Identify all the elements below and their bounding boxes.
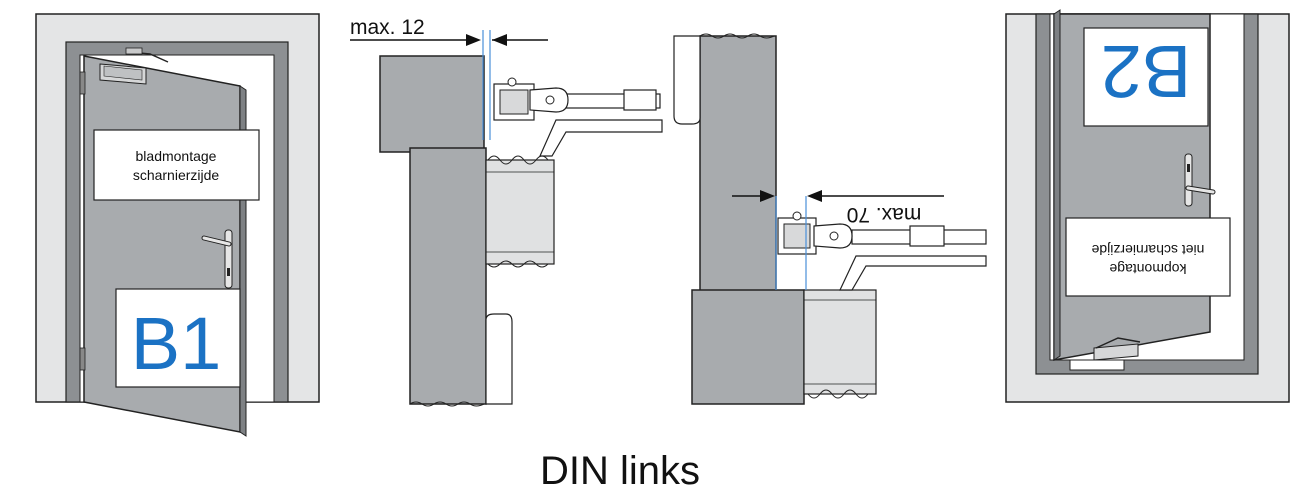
b1-hinges: [79, 71, 86, 371]
diagram-title: DIN links: [540, 449, 700, 493]
s2-arm-assembly: [777, 211, 987, 291]
b2-code-box: B2: [1083, 27, 1209, 127]
b1-handle-icon: [201, 229, 233, 289]
b2-label-box: kopmontage niet scharnierzijde: [1065, 217, 1231, 297]
s2-stop-piece: [673, 35, 701, 125]
b2-handle-icon: [1184, 153, 1216, 207]
b1-door-closer-icon: [99, 47, 169, 85]
s1-closer-body: [485, 155, 555, 268]
section-hinge-side: max. 12: [350, 16, 663, 407]
b2-code: B2: [1101, 30, 1192, 113]
s1-frame-block: [379, 55, 485, 153]
b1-label-box: bladmontage scharnierzijde: [93, 129, 260, 201]
dimension-bottom-text: max. 70: [847, 203, 922, 226]
s1-arm-assembly: [493, 77, 663, 157]
b1-label-line1: bladmontage: [136, 148, 217, 164]
section-non-hinge-side: max. 70: [673, 33, 987, 405]
panel-b2: B2 kopmontage niet scharnierzijde: [1005, 9, 1290, 403]
b1-label-line2: scharnierzijde: [133, 167, 220, 183]
s1-stop-piece: [485, 313, 513, 405]
s2-door-leaf: [699, 35, 777, 299]
panel-b1: bladmontage scharnierzijde B1: [35, 13, 320, 437]
s2-closer-body: [803, 289, 877, 399]
b2-door-edge: [1053, 9, 1061, 361]
s2-door-top-cut: [699, 33, 775, 39]
s2-dimension: max. 70: [732, 190, 944, 226]
b2-label-line2: niet scharnierzijde: [1091, 242, 1204, 258]
dimension-top-text: max. 12: [350, 16, 425, 39]
b1-code: B1: [131, 302, 222, 385]
s1-dimension: max. 12: [350, 16, 548, 46]
s1-door-leaf: [409, 147, 487, 405]
b2-label-line1: kopmontage: [1109, 261, 1186, 277]
b1-code-box: B1: [115, 288, 241, 388]
b2-door-closer-icon: [1069, 337, 1141, 371]
s1-door-bottom-cut: [409, 401, 485, 407]
s2-frame-block: [691, 289, 805, 405]
